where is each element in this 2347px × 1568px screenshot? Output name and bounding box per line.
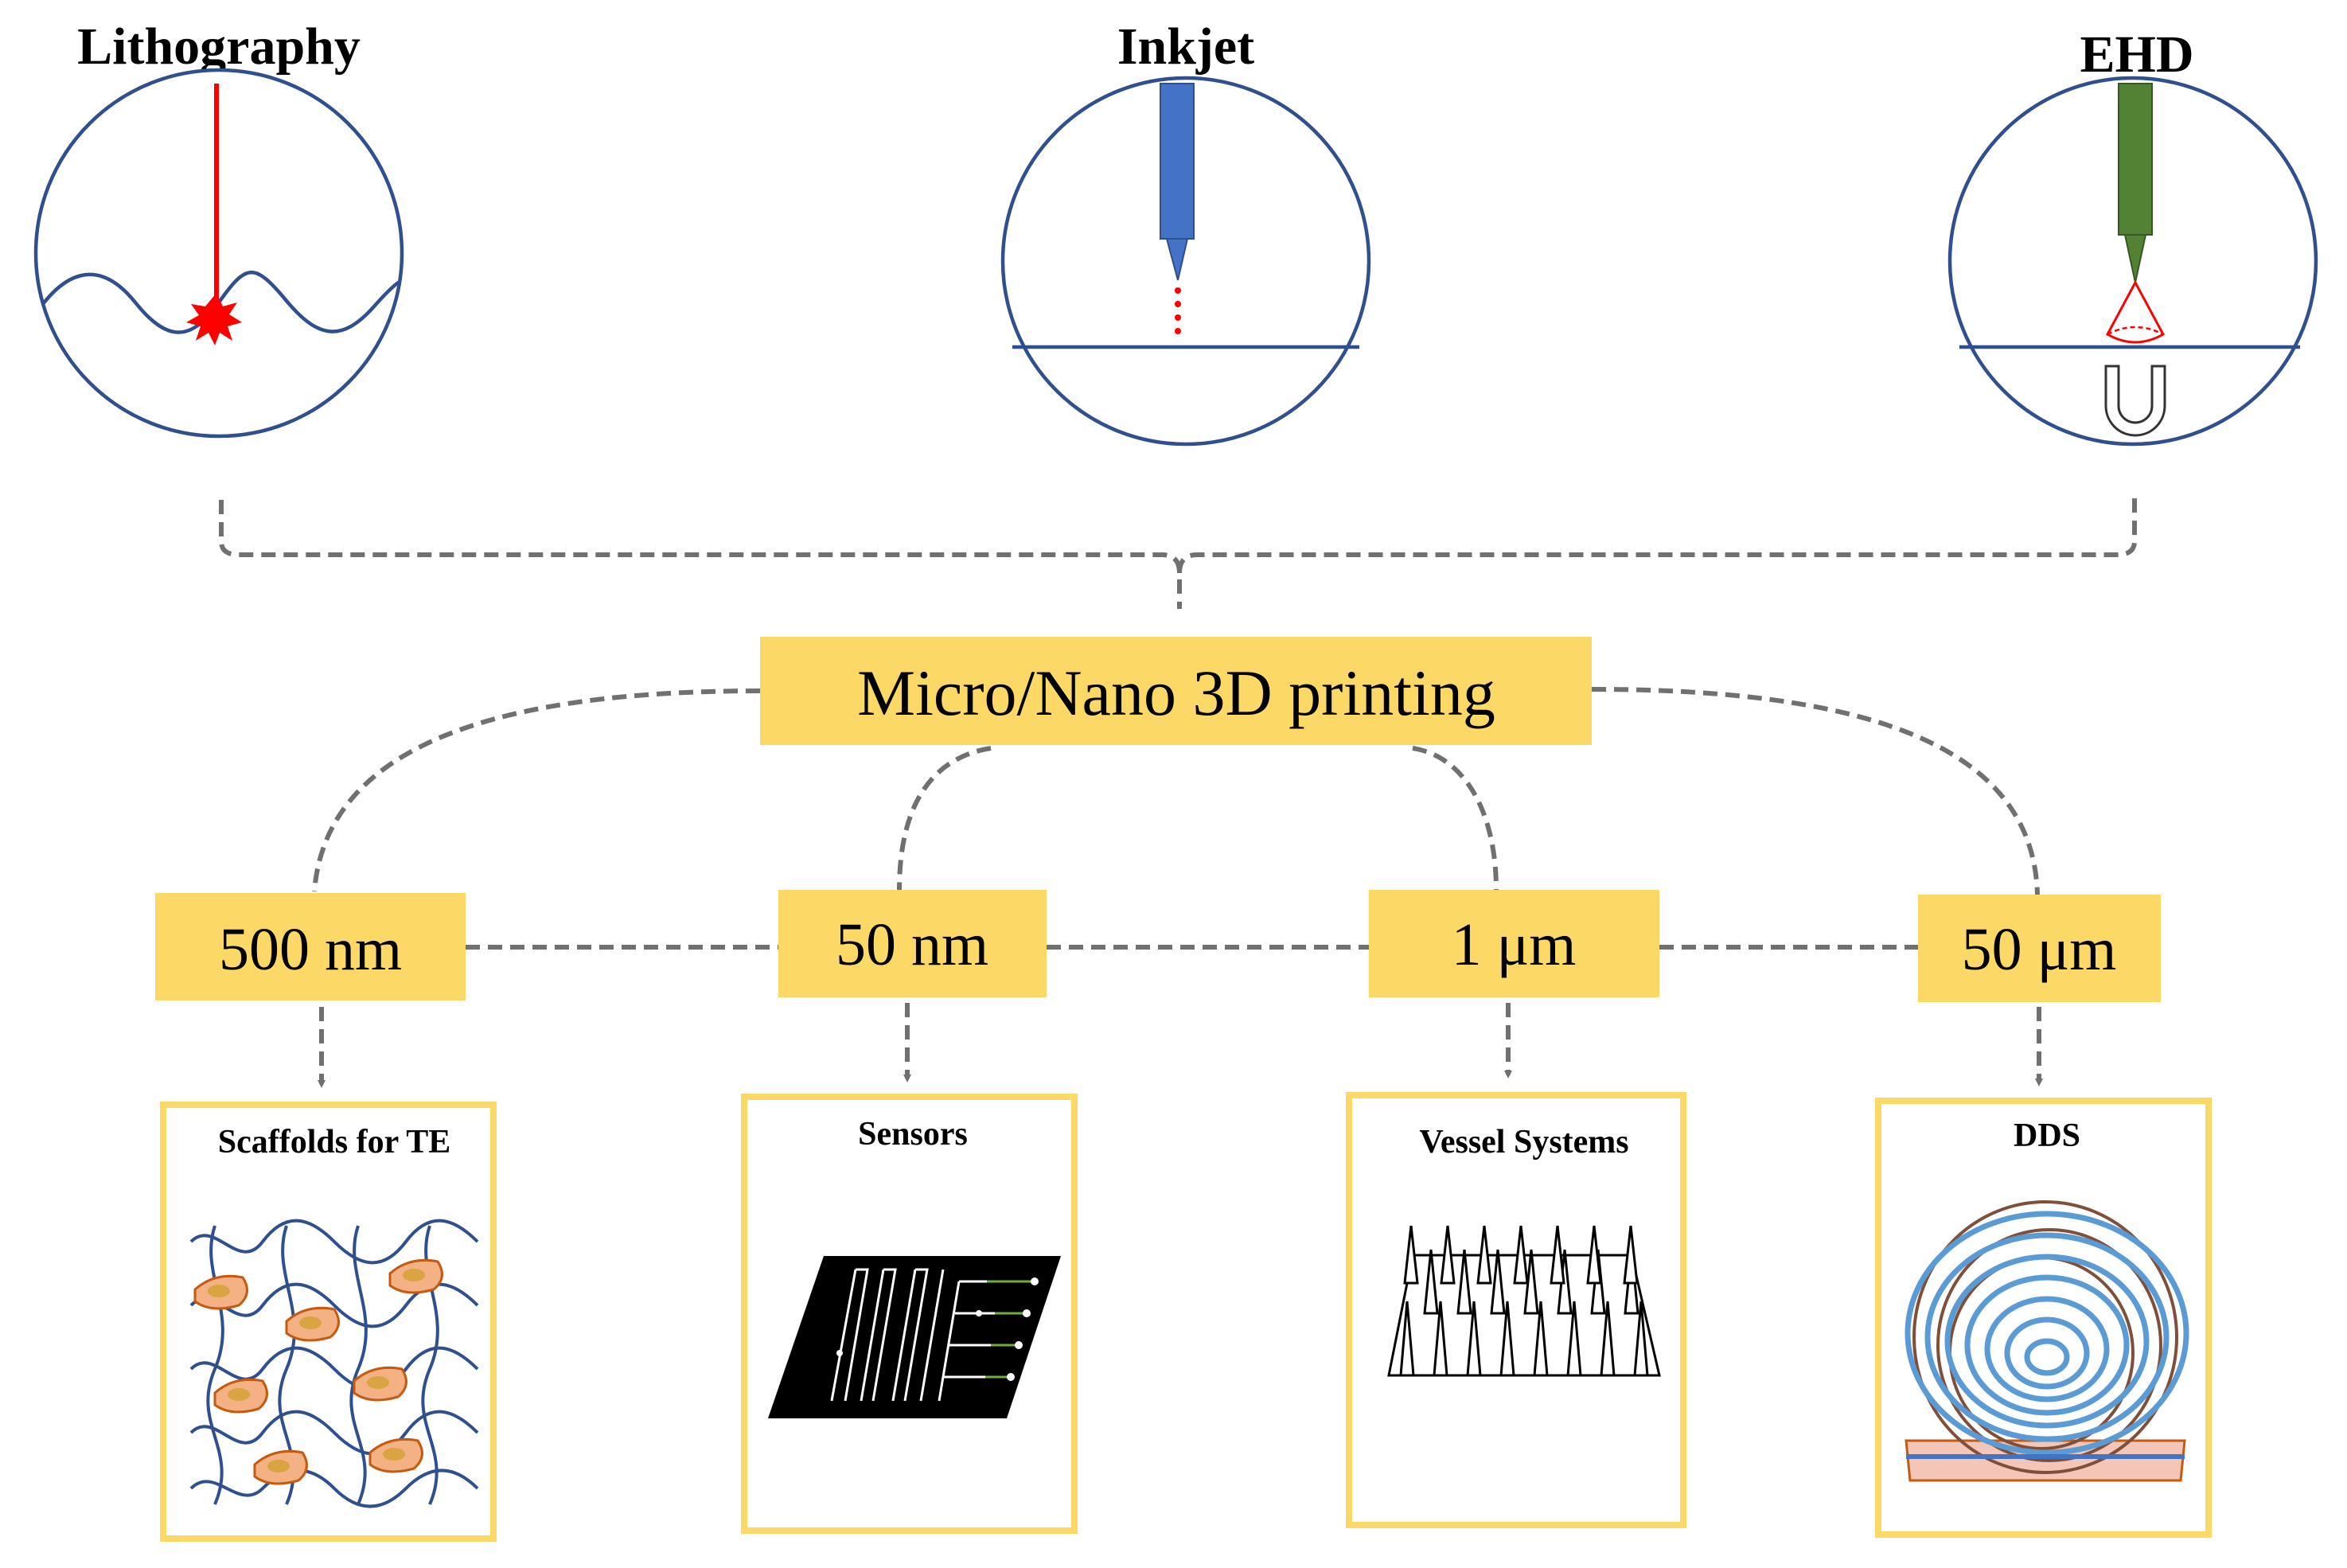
lithography-illustration: [33, 68, 404, 439]
technique-title-lithography: Lithography: [77, 18, 361, 76]
curve-to-scale-2: [897, 746, 992, 891]
sensor-chip-icon: [768, 1256, 1061, 1418]
app-label-3: Vessel Systems: [1419, 1124, 1628, 1160]
scale-label-4: 50 μm: [1962, 916, 2117, 983]
scale-box-1: [155, 893, 466, 1000]
technique-title-ehd: EHD: [2080, 25, 2193, 84]
wave-substrate: [36, 271, 402, 334]
inkjet-circle: [1000, 76, 1371, 447]
scale-label-3: 1 μm: [1452, 911, 1577, 978]
ehd-illustration: [1947, 76, 2318, 447]
inkjet-nozzle-icon: [1160, 83, 1195, 240]
inkjet-illustration: [1000, 76, 1371, 447]
ehd-nozzle-icon: [2118, 83, 2153, 236]
laser-spot-icon: [186, 293, 242, 345]
dds-spiral-icon: [1905, 1200, 2189, 1482]
app-label-1: Scaffolds for TE: [218, 1124, 450, 1160]
technique-title-inkjet: Inkjet: [1117, 18, 1254, 76]
cell-icons: [193, 1258, 443, 1485]
magnet-icon: [2104, 365, 2166, 437]
curve-to-scale-4: [1591, 687, 2040, 895]
curve-to-scale-3: [1412, 746, 1499, 891]
scale-box-3: [1369, 890, 1659, 997]
bracket-connector: [219, 492, 2137, 609]
scale-box-2: [778, 890, 1047, 997]
center-box: [760, 637, 1592, 745]
scale-label-1: 500 nm: [219, 916, 402, 983]
scale-box-4: [1918, 895, 2161, 1002]
app-label-4: DDS: [2014, 1117, 2080, 1154]
curve-to-scale-1: [312, 688, 761, 892]
scale-label-2: 50 nm: [836, 911, 988, 978]
microneedle-array-icon: [1387, 1225, 1661, 1377]
center-label: Micro/Nano 3D printing: [857, 657, 1495, 729]
app-label-2: Sensors: [858, 1116, 968, 1153]
